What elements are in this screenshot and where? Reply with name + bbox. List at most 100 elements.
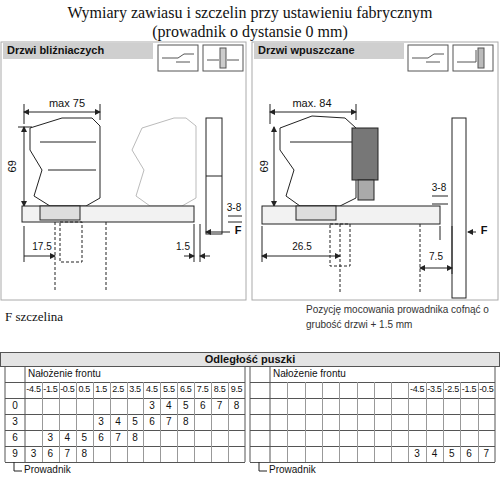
grid-line [59,382,60,462]
table-band [1,353,500,367]
dimension-label: 69 [6,156,19,176]
grid-line [194,382,195,462]
table-cell: -3.5 [426,384,443,394]
grid-line [391,382,392,462]
dimension-label: max. 84 [287,97,337,110]
dimension-label: Odległość puszki [0,353,500,366]
table-cell: 6 [93,432,110,444]
grid-line [357,382,358,462]
grid-line [374,382,375,462]
table-cell: 3 [408,448,425,460]
dimension-label: 26.5 [286,241,318,253]
table-cell: -4.5 [25,384,42,394]
table-cell: 7 [59,448,76,460]
table-cell: 7.5 [194,384,211,394]
table-cell: 0.5 [76,384,93,394]
table-cell: 4 [59,432,76,444]
table-cell: 3.5 [127,384,144,394]
table-cell: 5.5 [160,384,177,394]
table-cell: 8 [127,432,144,444]
panel-header: Drzwi wpuszczane [254,43,404,59]
table-cell: 7 [160,416,177,428]
panel-title: Drzwi bliźniaczych [3,43,153,58]
grid-line [443,382,444,462]
table-cell: 7 [478,448,495,460]
dimension-label: Nałożenie frontu [28,368,188,380]
table-cell: 8 [228,400,245,412]
table-cell: 0 [5,400,25,412]
table-cell: 3 [93,416,110,428]
grid-line [76,382,77,462]
grid-line [478,382,479,462]
grid-line [250,462,495,463]
table-cell: 4 [160,400,177,412]
table-cell: 6 [42,448,59,460]
grid-line [250,398,495,399]
table-cell: 5 [177,400,194,412]
dimension-label: Pozycję mocowania prowadnika cofnąć o gr… [306,302,496,332]
table-cell: 4 [110,416,127,428]
table-cell: 6 [460,448,477,460]
grid-line [42,382,43,462]
grid-line [322,382,323,462]
grid-line [160,382,161,462]
grid-line [93,382,94,462]
grid-line [143,382,144,462]
table-cell: 9.5 [228,384,245,394]
dimension-label: 17.5 [26,241,58,253]
table-cell: 6.5 [177,384,194,394]
table-cell: -4.5 [408,384,425,394]
table-cell: 5 [76,432,93,444]
grid-line [5,398,245,399]
grid-line [14,471,22,472]
grid-line [5,382,245,383]
grid-line [211,382,212,462]
table-cell: 7 [211,400,228,412]
grid-line [426,382,427,462]
dimension-label: F [232,224,244,237]
table-cell: 2.5 [110,384,127,394]
table-cell: -1.5 [42,384,59,394]
table-cell: 5 [127,416,144,428]
grid-line [5,414,245,415]
dimension-label: 69 [258,156,271,176]
panel-header: Drzwi bliźniaczych [3,43,153,59]
dimension-label: Prowadnik [24,464,114,476]
grid-line [339,382,340,462]
grid-line [127,382,128,462]
table-cell: -1.5 [460,384,477,394]
table-cell: 4 [426,448,443,460]
title: Wymiary zawiasu i szczelin przy ustawien… [40,3,460,41]
dimension-label: 3-8 [222,202,246,214]
grid-line [250,430,495,431]
grid-line [250,414,495,415]
grid-line [250,382,495,383]
table-cell: 1.5 [93,384,110,394]
grid-line [110,382,111,462]
grid-line [14,462,15,471]
table-cell: 9 [5,448,25,460]
dimension-label: max 75 [45,97,89,110]
dimension-label: F szczelina [5,310,115,325]
table-cell: 4.5 [143,384,160,394]
grid-line [5,366,245,367]
table-cell: -0.5 [59,384,76,394]
table-cell: 3 [42,432,59,444]
table-cell: 3 [5,416,25,428]
grid-line [250,446,495,447]
grid-line [408,382,409,462]
table-cell: -0.5 [478,384,495,394]
grid-line [177,382,178,462]
grid-line [5,430,245,431]
dimension-label: 7.5 [424,251,448,263]
table-cell: 8 [76,448,93,460]
table-cell: 8 [177,416,194,428]
table-cell: 3 [25,448,42,460]
table-cell: 8.5 [211,384,228,394]
dimension-label: 3-8 [427,182,451,194]
grid-line [5,446,245,447]
dimension-label: Prowadnik [269,464,359,476]
grid-line [460,382,461,462]
